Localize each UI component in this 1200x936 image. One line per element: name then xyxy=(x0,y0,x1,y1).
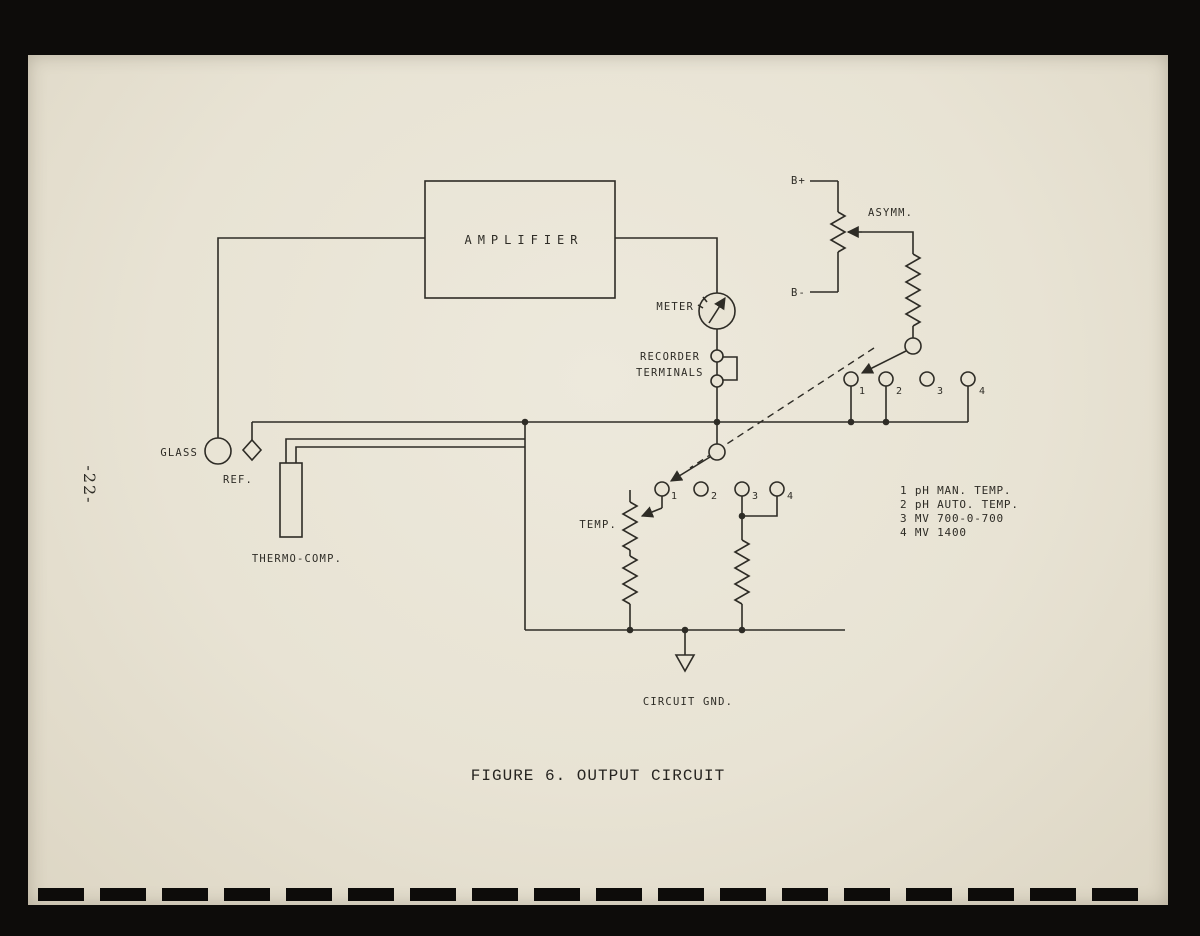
contact4-jumper xyxy=(742,496,778,517)
junction-dots xyxy=(521,418,890,634)
series-resistor xyxy=(904,253,922,327)
legend-line-1: 1 pH MAN. TEMP. xyxy=(900,484,1011,497)
upper-contact-3 xyxy=(919,371,935,387)
meter-tick-2 xyxy=(697,304,704,309)
lower-contact-2 xyxy=(693,481,709,497)
recorder-label-line2: TERMINALS xyxy=(636,367,704,379)
junction-dot xyxy=(626,626,634,634)
junction-dot xyxy=(713,418,721,426)
mv-resistor xyxy=(733,539,751,605)
circuit-gnd-label: CIRCUIT GND. xyxy=(643,696,733,708)
document-page: -22- FIGURE 6. OUTPUT CIRCUIT xyxy=(28,55,1168,905)
lower-switch-wiper xyxy=(669,456,711,482)
asymm-pot-resistor xyxy=(829,211,847,253)
meter-needle xyxy=(708,296,726,324)
lower-contact-4 xyxy=(769,481,785,497)
ref-electrode: REF. xyxy=(223,438,263,486)
upper-contact-1 xyxy=(843,371,859,387)
b-plus-label: B+ xyxy=(791,175,806,187)
range-switch-upper: 1 2 3 4 xyxy=(689,337,985,469)
junction-dot xyxy=(882,418,890,426)
range-legend: 1 pH MAN. TEMP. 2 pH AUTO. TEMP. 3 MV 70… xyxy=(900,484,1019,539)
lower-contact-3-label: 3 xyxy=(752,491,758,502)
mv-resistor-block xyxy=(733,496,778,630)
lower-contact-3 xyxy=(734,481,750,497)
ground-block: CIRCUIT GND. xyxy=(643,630,733,708)
thermo-comp-block: THERMO-COMP. xyxy=(252,462,342,565)
upper-contact-3-label: 3 xyxy=(937,386,943,397)
ref-label: REF. xyxy=(223,474,253,486)
b-minus-label: B- xyxy=(791,287,806,299)
legend-line-3: 3 MV 700-0-700 xyxy=(900,512,1004,525)
legend-line-2: 2 pH AUTO. TEMP. xyxy=(900,498,1019,511)
upper-switch-wiper xyxy=(860,350,907,374)
temp-pot-resistor xyxy=(621,501,639,551)
ref-electrode-symbol xyxy=(241,438,263,462)
asymm-label: ASYMM. xyxy=(868,207,913,219)
ground-symbol xyxy=(674,654,696,673)
recorder-terminal-1 xyxy=(710,349,724,363)
temp-label: TEMP. xyxy=(579,519,617,531)
junction-dot xyxy=(738,626,746,634)
recorder-terminal-2 xyxy=(710,374,724,388)
junction-dot xyxy=(681,626,689,634)
range-switch-lower: 1 2 3 4 xyxy=(654,422,793,502)
thermo-comp-symbol xyxy=(279,462,303,538)
legend-line-4: 4 MV 1400 xyxy=(900,526,967,539)
wire-amplifier-to-meter xyxy=(615,237,718,293)
recorder-label-line1: RECORDER xyxy=(640,351,700,363)
thermo-comp-lead-2 xyxy=(295,446,525,463)
amplifier-block: AMPLIFIER xyxy=(424,180,616,299)
lower-contact-2-label: 2 xyxy=(711,491,717,502)
figure-caption: FIGURE 6. OUTPUT CIRCUIT xyxy=(470,767,726,785)
meter-block: METER xyxy=(656,292,736,330)
binding-perforations xyxy=(38,888,1140,901)
lower-contact-1 xyxy=(654,481,670,497)
lower-contact-4-label: 4 xyxy=(787,491,793,502)
glass-electrode: GLASS xyxy=(160,437,232,465)
temp-pot-wiper-arrow xyxy=(640,506,663,518)
thermo-comp-lead-1 xyxy=(285,438,525,463)
temp-pot-block: TEMP. xyxy=(579,490,663,630)
junction-dot xyxy=(738,512,746,520)
wiper-to-resistor-wire xyxy=(862,231,914,254)
lower-contact-1-label: 1 xyxy=(671,491,677,502)
junction-dot xyxy=(521,418,529,426)
amplifier-label: AMPLIFIER xyxy=(464,233,583,247)
wires xyxy=(217,237,968,631)
glass-electrode-symbol xyxy=(204,437,232,465)
meter-tick-1 xyxy=(702,296,708,303)
lower-switch-pivot xyxy=(708,443,726,461)
glass-label: GLASS xyxy=(160,447,198,459)
upper-contact-4-label: 4 xyxy=(979,386,985,397)
amplifier-box xyxy=(424,180,616,299)
junction-dot xyxy=(847,418,855,426)
asymm-pot-block: B+ B- ASYMM. xyxy=(791,175,922,338)
wire-glass-to-amplifier xyxy=(217,237,425,438)
meter-label: METER xyxy=(656,301,694,313)
temp-series-resistor xyxy=(621,555,639,605)
terminal-link-bracket xyxy=(723,356,738,381)
upper-contact-1-label: 1 xyxy=(859,386,865,397)
upper-contact-2-label: 2 xyxy=(896,386,902,397)
recorder-terminals-block: RECORDER TERMINALS xyxy=(636,349,724,388)
thermo-comp-label: THERMO-COMP. xyxy=(252,553,342,565)
upper-switch-pivot xyxy=(904,337,922,355)
upper-contact-4 xyxy=(960,371,976,387)
upper-contact-2 xyxy=(878,371,894,387)
